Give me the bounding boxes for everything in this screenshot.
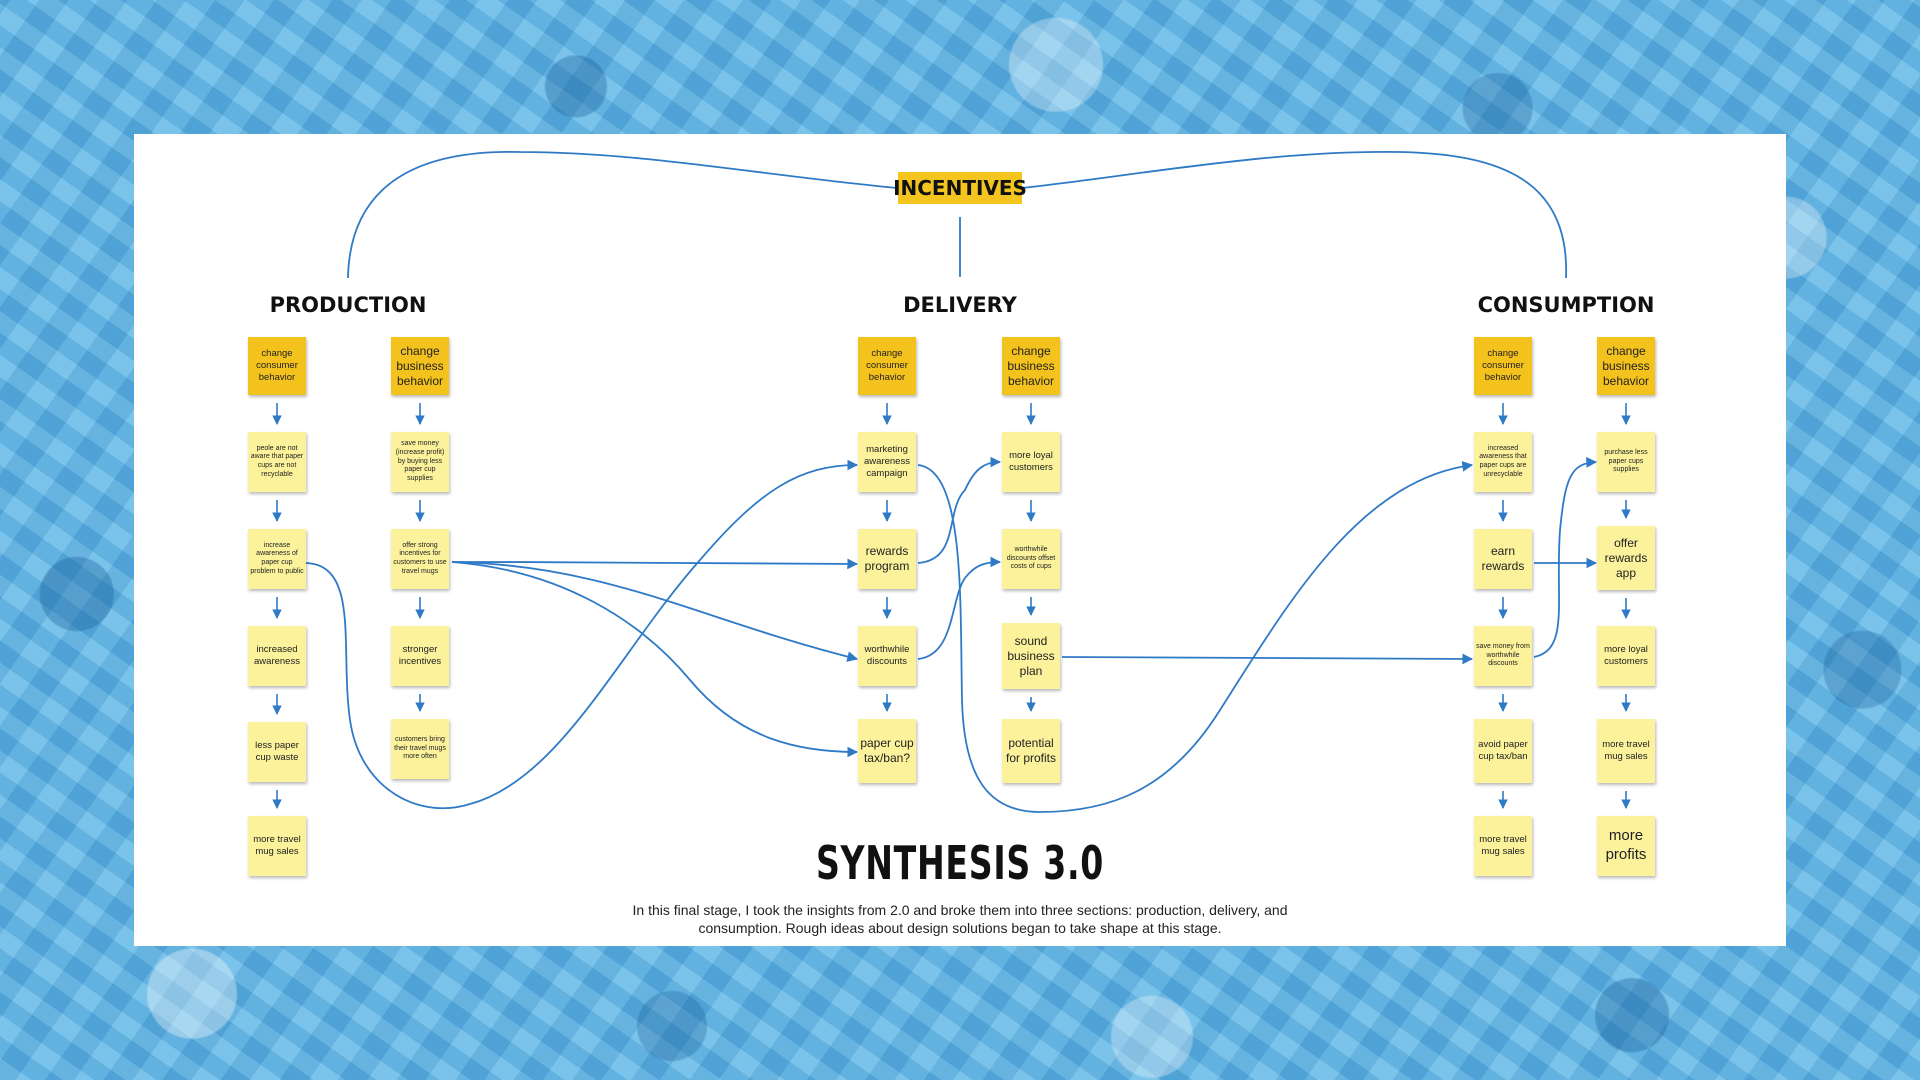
incentives-hub-label: INCENTIVES: [893, 172, 1027, 204]
delivery-consumer-note-3: worthwhile discounts: [858, 626, 916, 686]
delivery-business-header-note: change business behavior: [1002, 337, 1060, 395]
consumption-consumer-note-5: more travel mug sales: [1474, 816, 1532, 876]
production-consumer-note-4: less paper cup waste: [248, 722, 306, 782]
delivery-business-note-2: worthwhile discounts offset costs of cup…: [1002, 529, 1060, 589]
delivery-business-note-4: potential for profits: [1002, 719, 1060, 783]
consumption-business-note-2: offer rewards app: [1597, 526, 1655, 590]
consumption-consumer-note-4: avoid paper cup tax/ban: [1474, 719, 1532, 783]
delivery-title: DELIVERY: [903, 293, 1017, 317]
production-business-note-4: customers bring their travel mugs more o…: [391, 719, 449, 779]
diagram-panel: [134, 134, 1786, 946]
production-consumer-note-1: peole are not aware that paper cups are …: [248, 432, 306, 492]
production-consumer-header-note: change consumer behavior: [248, 337, 306, 395]
consumption-consumer-note-3: save money from worthwhile discounts: [1474, 626, 1532, 686]
consumption-consumer-header-note: change consumer behavior: [1474, 337, 1532, 395]
production-consumer-note-3: increased awareness: [248, 626, 306, 686]
consumption-business-note-5: more profits: [1597, 816, 1655, 876]
delivery-consumer-note-2: rewards program: [858, 529, 916, 589]
delivery-business-note-1: more loyal customers: [1002, 432, 1060, 492]
delivery-consumer-header-note: change consumer behavior: [858, 337, 916, 395]
synthesis-caption: In this final stage, I took the insights…: [632, 902, 1288, 936]
production-business-note-1: save money (increase profit) by buying l…: [391, 432, 449, 492]
delivery-business-note-3: sound business plan: [1002, 623, 1060, 689]
production-business-note-3: stronger incentives: [391, 626, 449, 686]
consumption-business-note-1: purchase less paper cups supplies: [1597, 432, 1655, 492]
production-consumer-note-2: increase awareness of paper cup problem …: [248, 529, 306, 589]
production-title: PRODUCTION: [269, 293, 427, 317]
production-business-header-note: change business behavior: [391, 337, 449, 395]
consumption-business-header-note: change business behavior: [1597, 337, 1655, 395]
delivery-consumer-note-1: marketing awareness campaign: [858, 432, 916, 492]
delivery-consumer-note-4: paper cup tax/ban?: [858, 719, 916, 783]
synthesis-title: SYNTHESIS 3.0: [815, 836, 1105, 890]
production-consumer-note-5: more travel mug sales: [248, 816, 306, 876]
consumption-business-note-4: more travel mug sales: [1597, 719, 1655, 783]
consumption-consumer-note-2: earn rewards: [1474, 529, 1532, 589]
consumption-consumer-note-1: increased awareness that paper cups are …: [1474, 432, 1532, 492]
production-business-note-2: offer strong incentives for customers to…: [391, 529, 449, 589]
consumption-business-note-3: more loyal customers: [1597, 626, 1655, 686]
consumption-title: CONSUMPTION: [1477, 293, 1655, 317]
